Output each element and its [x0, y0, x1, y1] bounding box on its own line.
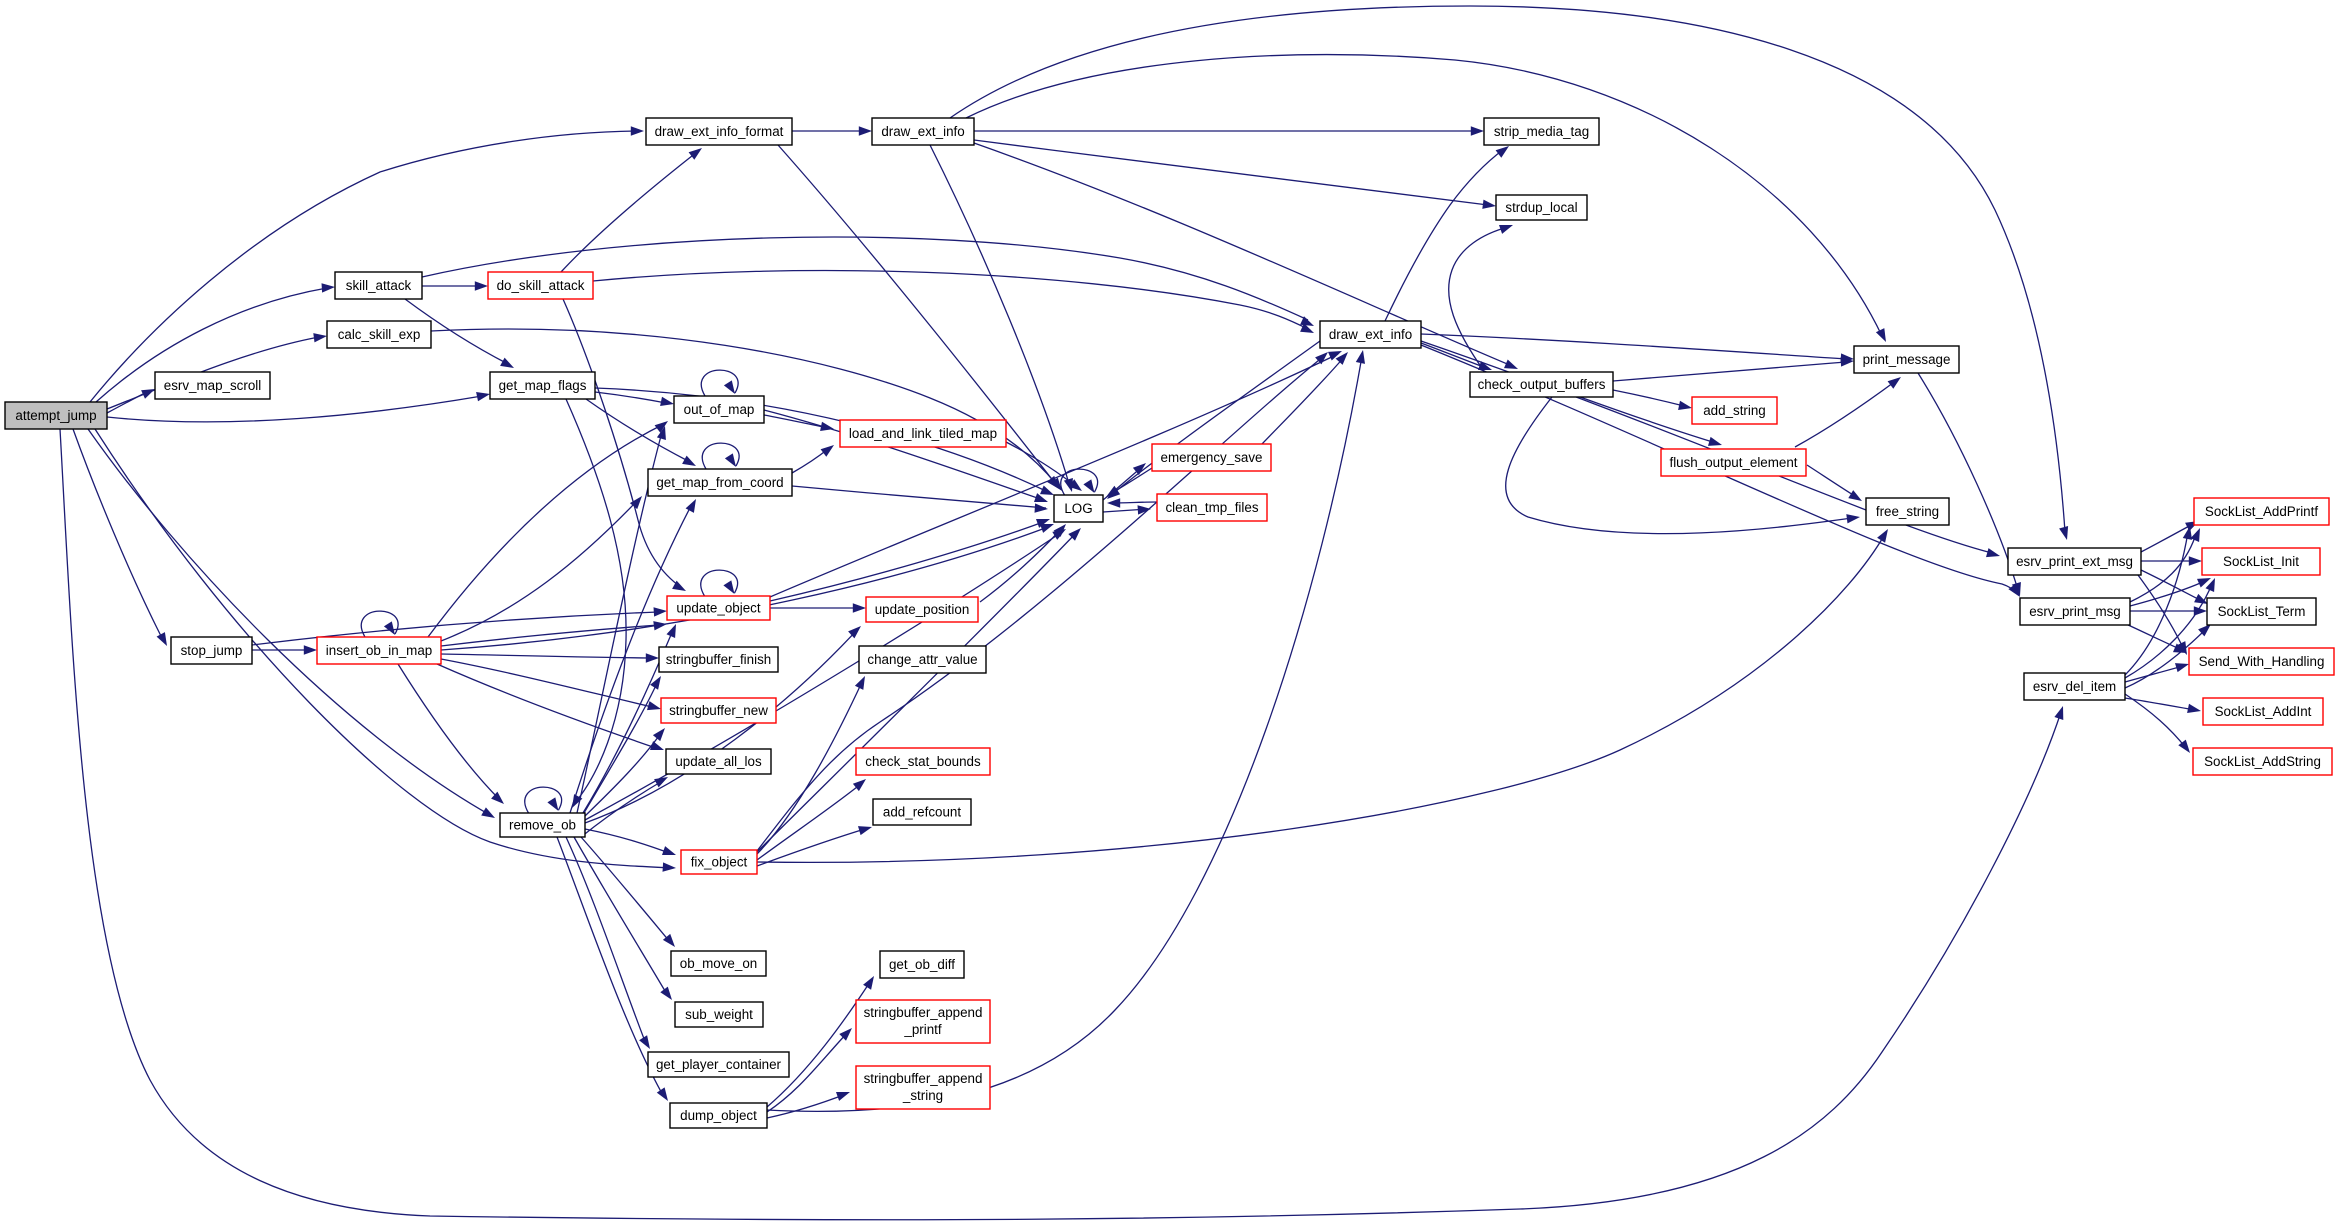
svg-text:draw_ext_info: draw_ext_info	[881, 124, 964, 139]
svg-text:add_refcount: add_refcount	[883, 805, 961, 820]
svg-text:_printf: _printf	[903, 1022, 941, 1037]
svg-text:strip_media_tag: strip_media_tag	[1494, 124, 1589, 139]
svg-text:change_attr_value: change_attr_value	[867, 652, 977, 667]
svg-text:get_map_flags: get_map_flags	[499, 378, 587, 393]
svg-text:stringbuffer_finish: stringbuffer_finish	[666, 652, 771, 667]
svg-text:print_message: print_message	[1863, 352, 1951, 367]
svg-text:update_all_los: update_all_los	[675, 754, 762, 769]
svg-text:insert_ob_in_map: insert_ob_in_map	[326, 643, 432, 658]
svg-text:draw_ext_info_format: draw_ext_info_format	[655, 124, 784, 139]
svg-text:remove_ob: remove_ob	[509, 818, 576, 833]
svg-text:draw_ext_info: draw_ext_info	[1329, 327, 1412, 342]
svg-text:stringbuffer_new: stringbuffer_new	[669, 703, 768, 718]
svg-text:strdup_local: strdup_local	[1505, 200, 1577, 215]
svg-text:attempt_jump: attempt_jump	[15, 408, 96, 423]
svg-text:sub_weight: sub_weight	[685, 1007, 753, 1022]
svg-text:get_ob_diff: get_ob_diff	[889, 957, 955, 972]
svg-text:Send_With_Handling: Send_With_Handling	[2199, 654, 2325, 669]
svg-text:flush_output_element: flush_output_element	[1669, 455, 1797, 470]
svg-text:dump_object: dump_object	[680, 1108, 757, 1123]
svg-text:update_object: update_object	[676, 601, 760, 616]
svg-text:esrv_print_ext_msg: esrv_print_ext_msg	[2016, 554, 2133, 569]
svg-text:ob_move_on: ob_move_on	[680, 956, 757, 971]
svg-text:emergency_save: emergency_save	[1161, 450, 1263, 465]
svg-text:SockList_Init: SockList_Init	[2223, 554, 2299, 569]
svg-text:calc_skill_exp: calc_skill_exp	[338, 327, 421, 342]
svg-text:SockList_AddInt: SockList_AddInt	[2215, 704, 2312, 719]
svg-text:free_string: free_string	[1876, 504, 1939, 519]
svg-text:stop_jump: stop_jump	[181, 643, 243, 658]
svg-text:clean_tmp_files: clean_tmp_files	[1165, 500, 1258, 515]
svg-text:skill_attack: skill_attack	[346, 278, 412, 293]
svg-text:out_of_map: out_of_map	[684, 402, 755, 417]
svg-text:esrv_print_msg: esrv_print_msg	[2029, 604, 2121, 619]
svg-text:fix_object: fix_object	[691, 855, 748, 870]
svg-text:stringbuffer_append: stringbuffer_append	[864, 1071, 983, 1086]
svg-text:LOG: LOG	[1064, 501, 1092, 516]
svg-text:esrv_del_item: esrv_del_item	[2033, 679, 2116, 694]
svg-text:stringbuffer_append: stringbuffer_append	[864, 1005, 983, 1020]
svg-text:get_map_from_coord: get_map_from_coord	[656, 475, 783, 490]
svg-text:check_stat_bounds: check_stat_bounds	[865, 754, 981, 769]
svg-text:esrv_map_scroll: esrv_map_scroll	[164, 378, 262, 393]
svg-text:add_string: add_string	[1703, 403, 1766, 418]
svg-text:SockList_Term: SockList_Term	[2218, 604, 2306, 619]
svg-text:check_output_buffers: check_output_buffers	[1478, 377, 1606, 392]
svg-text:_string: _string	[902, 1088, 943, 1103]
svg-text:update_position: update_position	[875, 602, 970, 617]
svg-text:load_and_link_tiled_map: load_and_link_tiled_map	[849, 426, 997, 441]
svg-text:get_player_container: get_player_container	[656, 1057, 782, 1072]
svg-text:SockList_AddPrintf: SockList_AddPrintf	[2205, 504, 2318, 519]
svg-text:do_skill_attack: do_skill_attack	[497, 278, 585, 293]
svg-text:SockList_AddString: SockList_AddString	[2204, 754, 2321, 769]
